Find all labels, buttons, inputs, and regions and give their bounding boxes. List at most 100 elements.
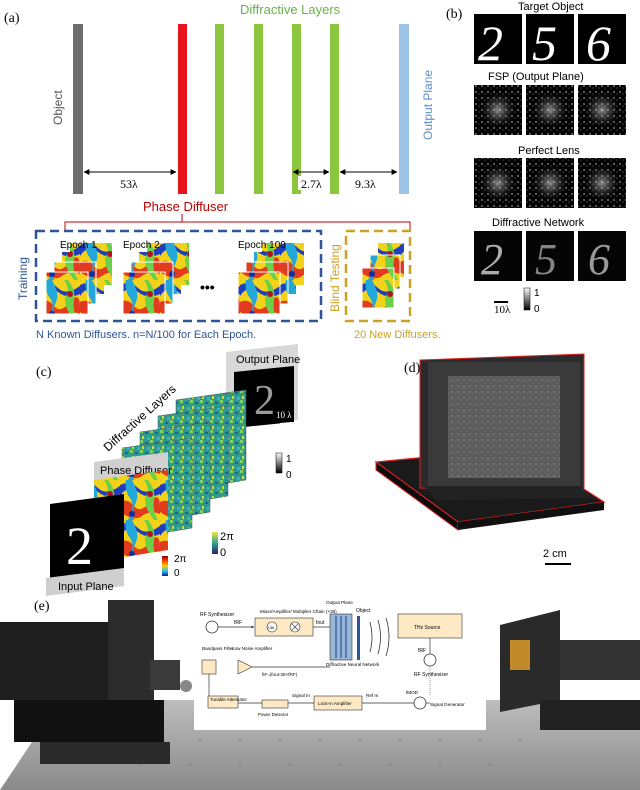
epoch-2-stack: [122, 243, 189, 315]
mixer-label: Mixer/Amplifier/ Multiplier Chain (×36): [260, 609, 337, 614]
x36-label: ×36: [268, 625, 276, 630]
training-box: [34, 229, 323, 323]
distance-9-3-label: 9.3λ: [355, 177, 376, 191]
panel-d: (d) 2 cm: [374, 353, 606, 565]
network-output-3: [578, 231, 626, 281]
perfect-lens-row: [474, 158, 626, 208]
panel-b: (b) Target Object 2 5 6 FSP (Output Plan…: [446, 1, 626, 316]
fsp-row: [474, 85, 626, 135]
output-plane-image: [234, 366, 294, 428]
panel-a: (a) Diffractive Layers Object Output Pla…: [4, 2, 441, 341]
diffuser-bracket: [64, 221, 411, 230]
phase-diffuser-label: Phase Diffuser: [143, 199, 229, 214]
bandpass-filter-box: [201, 659, 217, 675]
diffractive-layers-title: Diffractive Layers: [240, 2, 341, 17]
phase-cbar-min: 0: [174, 568, 180, 579]
panel-d-label: (d): [404, 361, 421, 376]
epoch-1-label: Epoch 1: [60, 240, 97, 251]
dnn-label: Diffractive Neural Network: [326, 662, 380, 667]
output-digit: 2: [254, 378, 275, 424]
diffractive-network-row: 2 5 6: [474, 231, 626, 284]
panel-c-label: (c): [36, 365, 52, 380]
training-label: Training: [16, 257, 30, 300]
f-mod-label: fMOD: [406, 690, 419, 695]
right-source-stage: [500, 610, 640, 730]
bandpass-label: Bandpass Filter: [202, 646, 234, 651]
new-diffusers-note: 20 New Diffusers.: [354, 329, 441, 341]
signal-gen-label: Signal Generator: [430, 702, 465, 707]
object-e-label: Object: [356, 608, 371, 614]
target-digit-2: 5: [532, 15, 557, 71]
panel-a-label: (a): [4, 11, 20, 26]
distance-53-label: 53λ: [120, 177, 138, 191]
phase-diffuser-frame: [94, 452, 168, 480]
target-digit-1: 2: [478, 15, 503, 71]
lna-label: Low Noise Amplifier: [232, 646, 273, 651]
if-equation: fIF=|fout-36×fRF|: [262, 672, 297, 677]
row-label-lens: Perfect Lens: [518, 145, 580, 157]
power-detector-box: [261, 699, 289, 709]
output-plane-label-c: Output Plane: [236, 354, 300, 366]
thz-schematic: RF Synthesizer fRF Mixer/Amplifier/ Mult…: [194, 600, 486, 730]
left-receiver-stage: [0, 600, 192, 764]
d-scale-label: 2 cm: [543, 548, 567, 560]
phase-cbar-max: 2π: [174, 554, 187, 565]
epoch-100-label: Epoch 100: [238, 240, 286, 251]
output-cbar-max: 1: [286, 454, 292, 465]
known-diffusers-note: N Known Diffusers. n=N/100 for Each Epoc…: [36, 329, 256, 341]
object-slab: [357, 616, 360, 660]
attenuator-label: Tunable Attenuator: [210, 697, 247, 702]
epoch-1-stack: [45, 243, 112, 315]
phase-diffuser-plane: [178, 24, 187, 194]
layer-cbar-max: 2π: [220, 531, 234, 543]
input-digit: 2: [66, 516, 93, 576]
panel-b-label: (b): [446, 7, 463, 22]
b-scale-label: 10λ: [494, 304, 511, 316]
b-cbar-min: 0: [534, 304, 540, 315]
target-object-row: 2 5 6: [474, 14, 626, 71]
lockin-label: Lock-in Amplifier: [318, 701, 352, 706]
diffractive-layer-4: [330, 24, 339, 194]
diffractive-layer-3: [292, 24, 301, 194]
input-plane-image: [50, 494, 124, 584]
c-scale-label: 10 λ: [276, 410, 292, 420]
table-holes: [118, 738, 522, 767]
row-label-fsp: FSP (Output Plane): [488, 71, 584, 83]
row-label-target: Target Object: [518, 1, 583, 13]
target-image-1: [474, 14, 522, 64]
input-plane-frame: [46, 568, 124, 596]
output-plane-e-label: Output Plane: [326, 600, 353, 605]
signal-in-label: Signal In: [292, 693, 310, 698]
target-digit-3: 6: [586, 15, 611, 71]
output-plane: [399, 24, 409, 194]
diffractive-layer-1: [215, 24, 224, 194]
distance-2-7-label: 2.7λ: [301, 177, 322, 191]
network-digit-3: 6: [588, 235, 610, 284]
input-plane-label: Input Plane: [58, 581, 114, 593]
network-output-1: [474, 231, 522, 281]
object-label: Object: [51, 90, 65, 125]
thz-waves: [369, 617, 390, 657]
layer-cbar-min: 0: [220, 547, 226, 559]
panel-e: (e) RF Synthesizer: [0, 599, 640, 790]
epoch-100-stack: [237, 243, 304, 315]
network-digit-2: 5: [535, 235, 557, 284]
c-scale-bar: [279, 422, 293, 425]
output-plane-label: Output Plane: [421, 70, 435, 140]
epoch-ellipsis: •••: [200, 279, 215, 295]
rf-synth-1-label: RF Synthesizer: [200, 612, 235, 618]
fabricated-device: [374, 353, 606, 531]
panel-e-label: (e): [34, 599, 50, 614]
b-colorbar: [523, 287, 531, 311]
object-plane: [73, 24, 83, 194]
blind-test-stack: [361, 243, 404, 309]
ref-in-label: Ref In: [366, 693, 379, 698]
network-output-2: [526, 231, 574, 281]
thz-source-box: [397, 613, 463, 639]
b-cbar-max: 1: [534, 288, 540, 299]
mixer-chain-box: [254, 617, 314, 637]
f-out-label: fout: [316, 620, 325, 626]
f-rf2-label: fRF: [418, 648, 426, 654]
epoch-2-label: Epoch 2: [123, 240, 160, 251]
